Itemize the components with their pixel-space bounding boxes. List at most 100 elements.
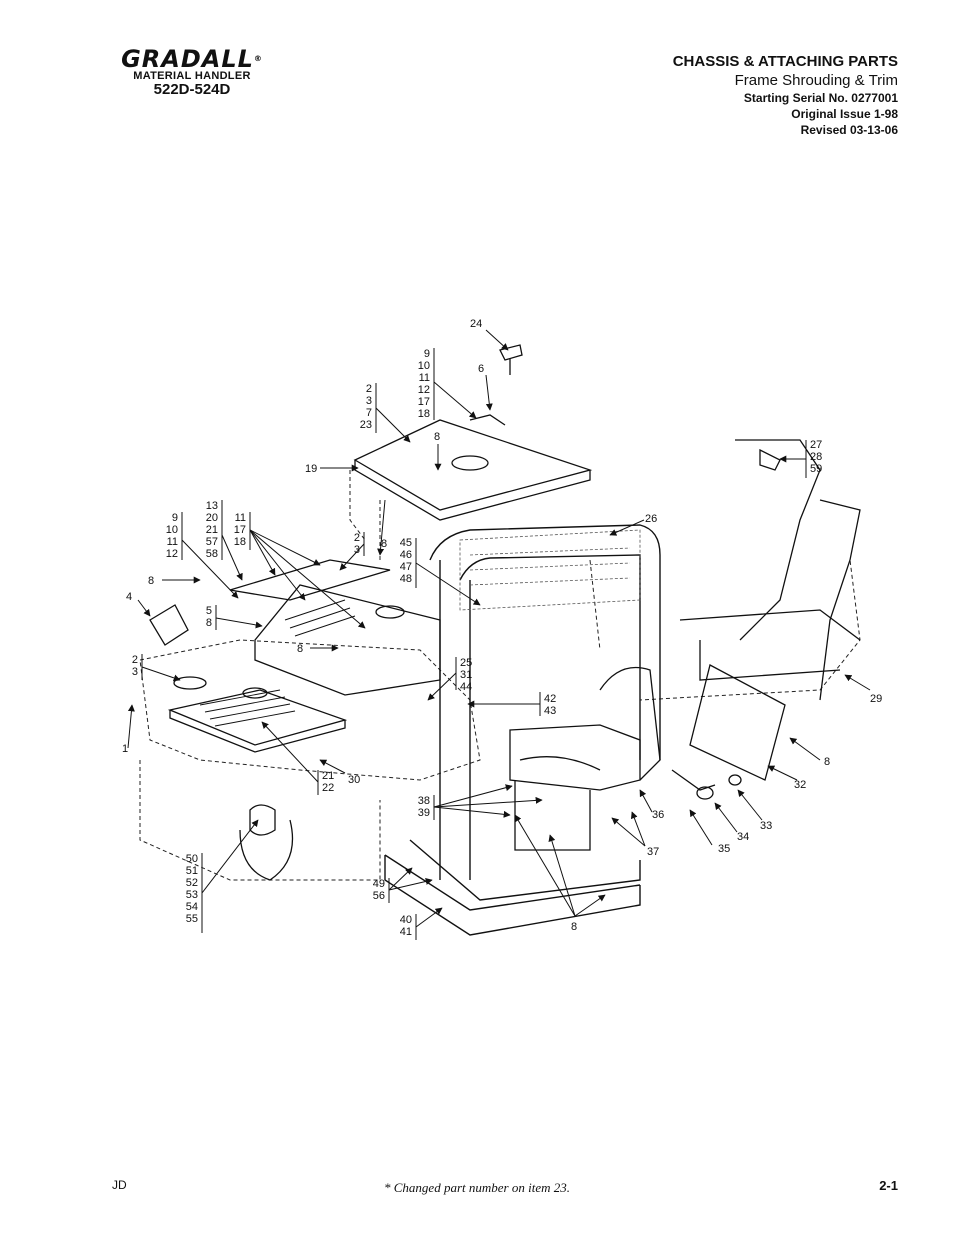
callout-label: 9 — [172, 512, 178, 524]
callout-label: 42 — [544, 693, 556, 705]
callout-label: 40 — [400, 914, 412, 926]
callout-bars — [141, 348, 807, 940]
callout-label: 41 — [400, 926, 412, 938]
callout-label: 30 — [348, 774, 360, 786]
section-title: CHASSIS & ATTACHING PARTS — [672, 53, 898, 70]
callout-label: 33 — [760, 820, 772, 832]
callout-label: 9 — [424, 348, 430, 360]
callout-label: 46 — [400, 549, 412, 561]
revision-date: Revised 03-13-06 — [800, 123, 898, 137]
brand-block: GRADALL® MATERIAL HANDLER 522D-524D — [112, 46, 272, 98]
callout-label: 11 — [419, 372, 430, 384]
callout-label: 3 — [132, 666, 138, 678]
callout-label: 31 — [460, 669, 472, 681]
callout-label: 50 — [186, 853, 198, 865]
brand-subtitle: MATERIAL HANDLER — [133, 70, 251, 82]
callout-label: 54 — [186, 901, 198, 913]
callout-label: 52 — [186, 877, 198, 889]
callout-label: 4 — [126, 591, 132, 603]
model-number: 522D-524D — [153, 81, 231, 98]
callout-label: 34 — [737, 831, 749, 843]
callout-label: 27 — [810, 439, 822, 451]
callout-label: 8 — [148, 575, 154, 587]
callout-label: 39 — [418, 807, 430, 819]
section-subtitle: Frame Shrouding & Trim — [734, 72, 898, 89]
right-side-panel — [689, 664, 786, 781]
rubber-mount — [239, 804, 294, 881]
callout-label: 25 — [460, 657, 472, 669]
callout-label: 23 — [360, 419, 372, 431]
issue-date: Original Issue 1-98 — [791, 107, 898, 121]
callout-label: 11 — [167, 536, 178, 548]
cab-rops-frame — [384, 524, 661, 936]
callout-label: 21 — [322, 770, 334, 782]
callout-label: 18 — [234, 536, 246, 548]
callout-label: 29 — [870, 693, 882, 705]
callout-label: 21 — [206, 524, 218, 536]
callout-label: 10 — [166, 524, 178, 536]
section-header: CHASSIS & ATTACHING PARTS Frame Shroudin… — [673, 52, 898, 138]
floor-plate-slots — [199, 689, 296, 727]
latch-assembly — [671, 769, 742, 800]
callout-label: 24 — [470, 318, 482, 330]
callout-label: 19 — [305, 463, 317, 475]
callout-label: 45 — [400, 537, 412, 549]
callout-label: 7 — [366, 407, 372, 419]
page-number: 2-1 — [879, 1178, 898, 1193]
floor-plate — [167, 687, 348, 753]
callout-label: 47 — [400, 561, 412, 573]
callout-label: 44 — [460, 681, 472, 693]
callout-label: 43 — [544, 705, 556, 717]
callout-label: 12 — [166, 548, 178, 560]
footer-note: * Changed part number on item 23. — [384, 1180, 570, 1195]
callout-label: 8 — [824, 756, 830, 768]
callout-label: 38 — [418, 795, 430, 807]
callout-label: 12 — [418, 384, 430, 396]
callout-label: 8 — [381, 538, 387, 550]
callout-label: 1 — [122, 743, 128, 755]
dashed-frame-outline — [139, 470, 861, 881]
callout-label: 8 — [206, 617, 212, 629]
callout-label: 8 — [434, 431, 440, 443]
callout-label: 5 — [206, 605, 212, 617]
callout-label: 3 — [366, 395, 372, 407]
oring-part — [173, 676, 207, 690]
callout-label: 11 — [235, 512, 246, 524]
callout-label: 36 — [652, 809, 664, 821]
callout-label: 8 — [571, 921, 577, 933]
callout-label: 13 — [206, 500, 218, 512]
gradall-logo: GRADALL® — [121, 45, 263, 73]
mirror-part — [149, 604, 189, 646]
leader-arrows — [127, 329, 871, 928]
callout-label: 37 — [647, 846, 659, 858]
callout-label: 55 — [186, 913, 198, 925]
hood-louvers — [284, 599, 356, 637]
callout-label: 2 — [366, 383, 372, 395]
callout-label: 28 — [810, 451, 822, 463]
callout-label: 2 — [132, 654, 138, 666]
callout-label: 59 — [810, 463, 822, 475]
top-cover-panel — [353, 414, 593, 521]
operator-seat — [509, 666, 661, 851]
callout-label: 17 — [234, 524, 246, 536]
knob-part — [499, 344, 523, 375]
callout-label: 8 — [297, 643, 303, 655]
rear-frame-structure — [679, 439, 861, 701]
callout-label: 6 — [478, 363, 484, 375]
callout-label: 49 — [373, 878, 385, 890]
cab-roof-hatch — [459, 529, 641, 611]
callout-label: 10 — [418, 360, 430, 372]
callout-label: 3 — [354, 544, 360, 556]
callout-label: 22 — [322, 782, 334, 794]
callout-label: 53 — [186, 889, 198, 901]
callout-label: 57 — [206, 536, 218, 548]
callout-label: 58 — [206, 548, 218, 560]
callout-label: 35 — [718, 843, 730, 855]
callout-labels: 24 6 9 10 11 12 17 18 2 3 7 23 8 19 27 2… — [122, 318, 882, 938]
callout-label: 56 — [373, 890, 385, 902]
callout-label: 26 — [645, 513, 657, 525]
serial-number: Starting Serial No. 0277001 — [743, 91, 898, 105]
callout-label: 48 — [400, 573, 412, 585]
callout-label: 2 — [354, 532, 360, 544]
